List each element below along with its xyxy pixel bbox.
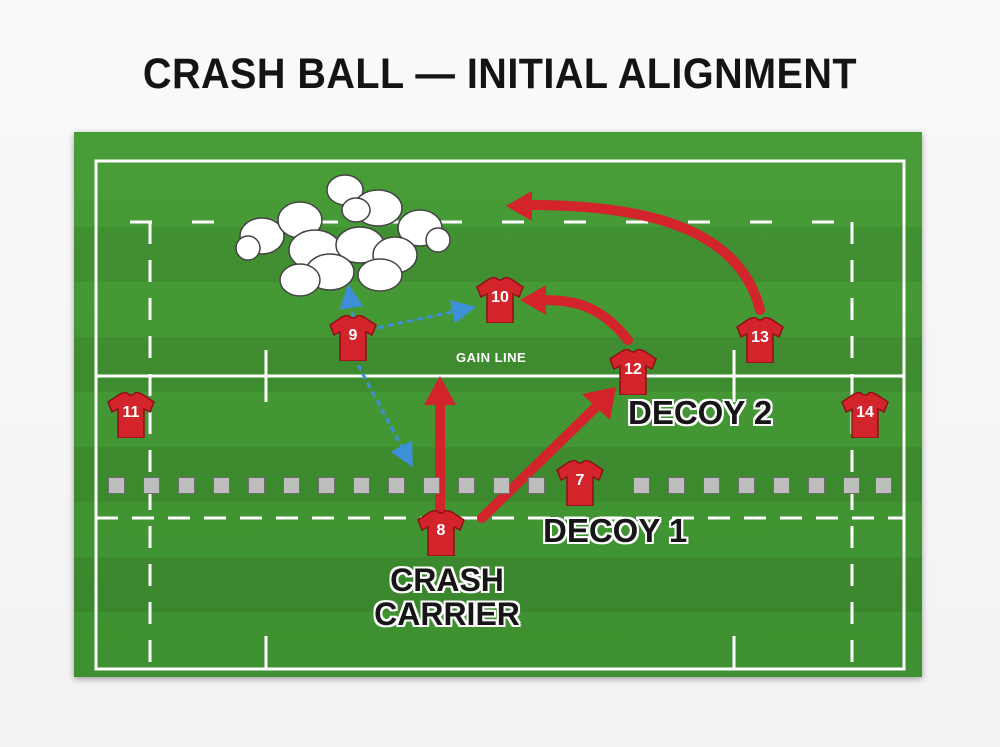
player-jersey-10: 10 <box>475 276 525 324</box>
decoy2-callout: DECOY 2 <box>628 394 773 431</box>
player-jersey-13: 13 <box>735 316 785 364</box>
player-number: 11 <box>122 404 140 421</box>
player-number: 14 <box>856 404 874 421</box>
player-number: 8 <box>436 522 446 539</box>
crash-carrier-line2: CARRIER <box>374 595 520 632</box>
gain-line-label: GAIN LINE <box>456 350 527 365</box>
player-number: 13 <box>751 329 769 346</box>
player-jersey-14: 14 <box>840 391 890 439</box>
player-jersey-9: 9 <box>328 314 378 362</box>
page-title: CRASH BALL — INITIAL ALIGNMENT <box>142 50 858 98</box>
player-jersey-7: 7 <box>555 459 605 507</box>
player-jersey-12: 12 <box>608 348 658 396</box>
player-jersey-8: 8 <box>416 509 466 557</box>
player-jersey-11: 11 <box>106 391 156 439</box>
player-number: 10 <box>491 289 509 306</box>
player-number: 12 <box>624 361 642 378</box>
decoy1-callout: DECOY 1 <box>543 512 688 549</box>
scrum-pack-icon <box>235 174 451 297</box>
player-number: 7 <box>575 472 585 489</box>
crash-carrier-line1: CRASH <box>390 562 504 598</box>
player-number: 9 <box>348 327 358 344</box>
crash-carrier-callout: CRASH CARRIER <box>372 562 522 632</box>
